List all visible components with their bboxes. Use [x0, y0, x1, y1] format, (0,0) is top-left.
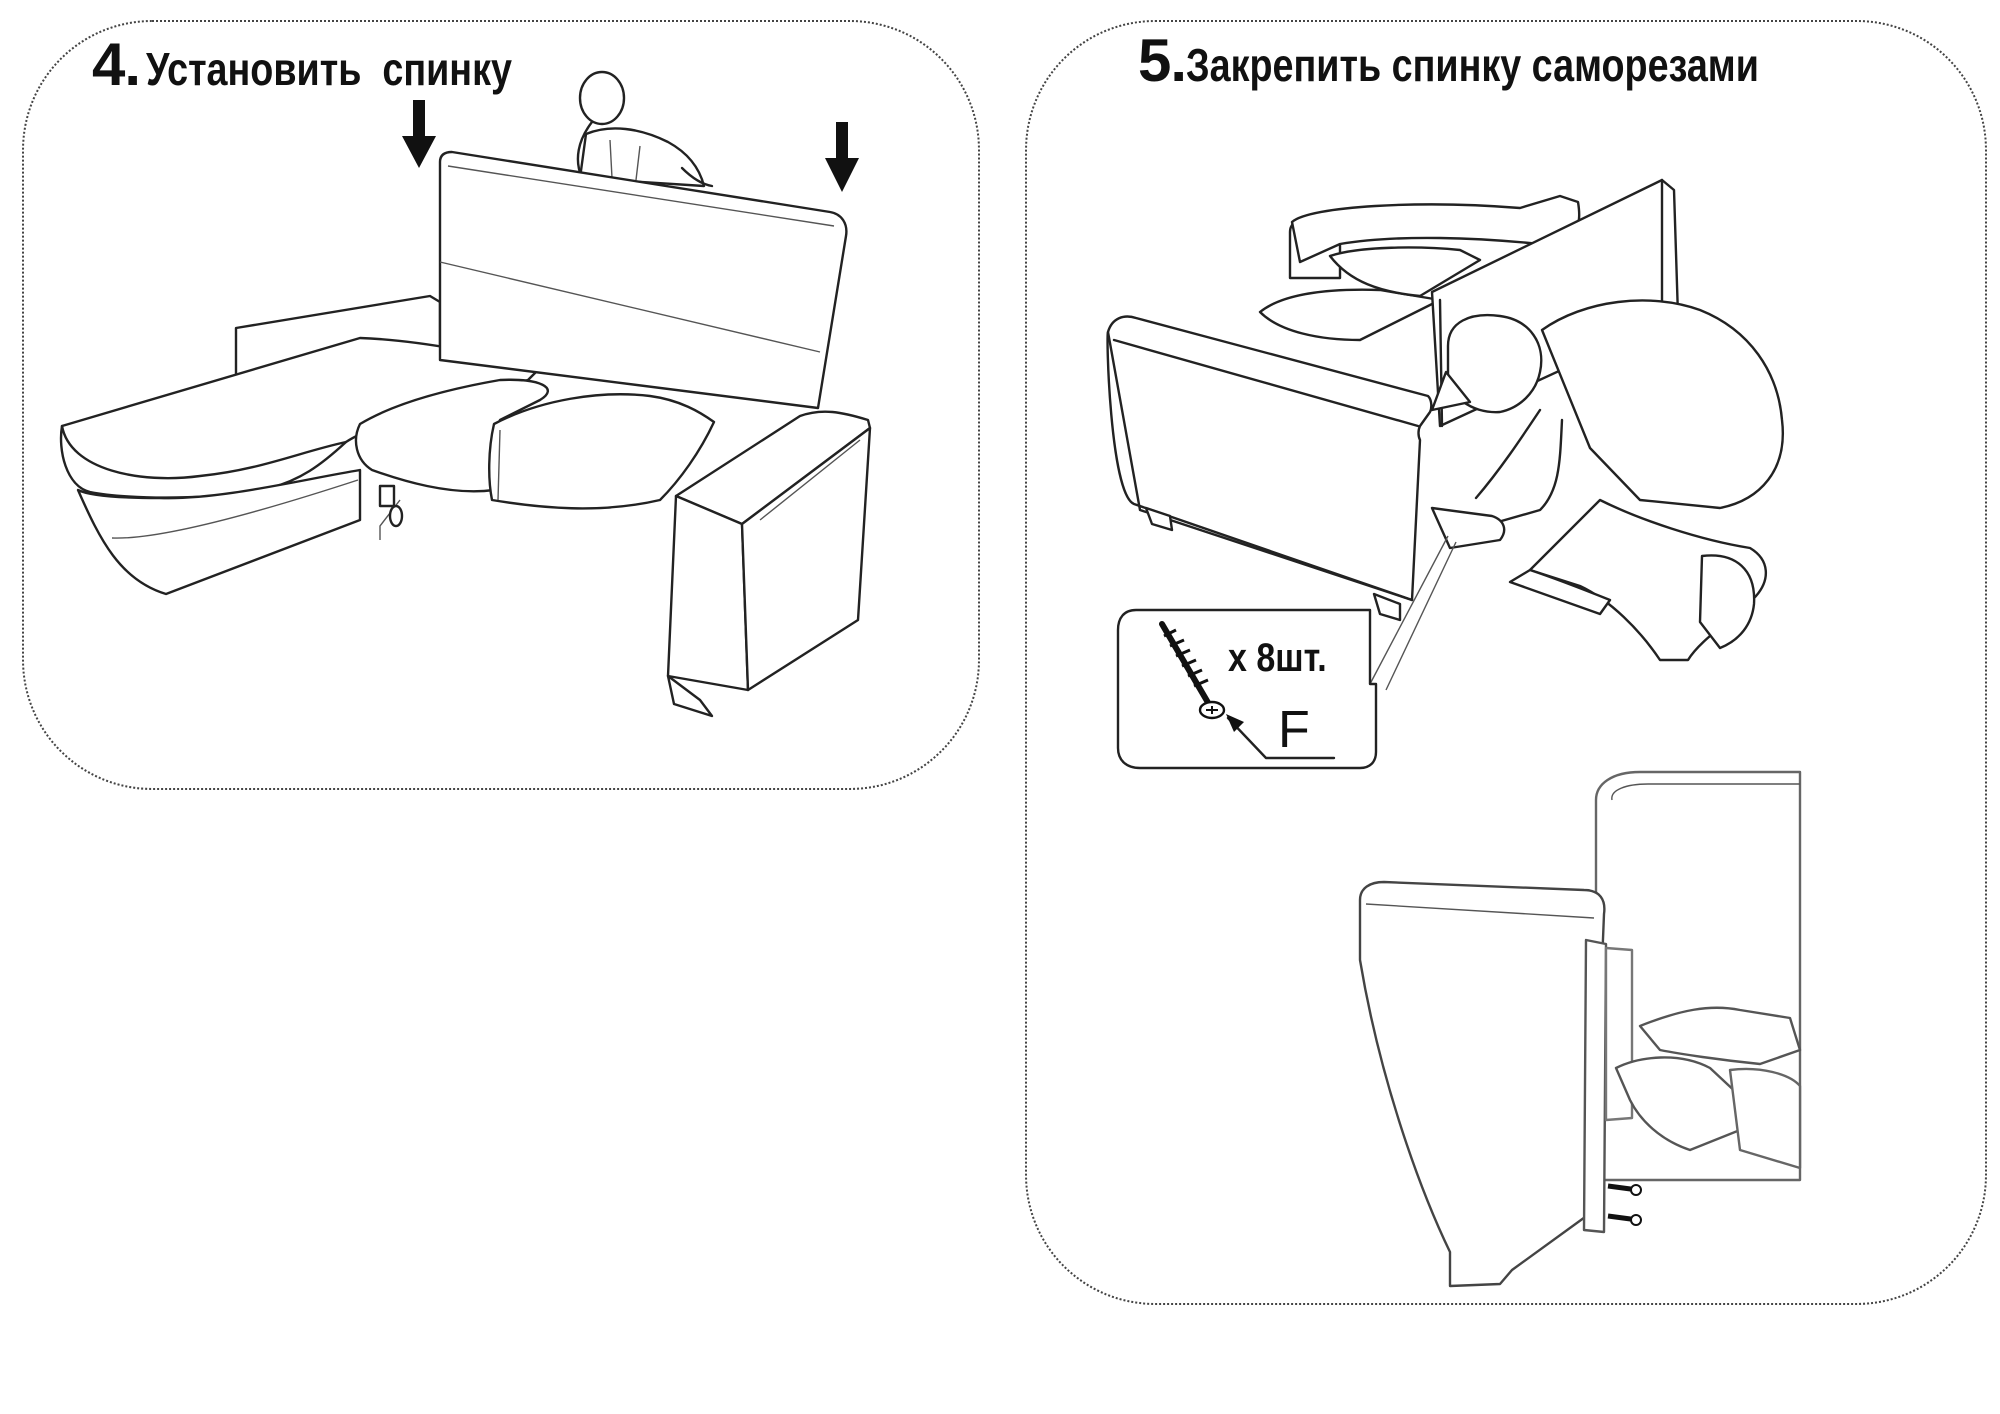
step-heading: Установить спинку — [146, 43, 512, 95]
step-5-panel — [1025, 20, 1987, 1305]
step-5-title: 5. Закрепить спинку саморезами — [1138, 26, 1885, 95]
screw-icon — [1159, 621, 1226, 720]
screw-callout — [1116, 608, 1378, 770]
step-number: 4. — [92, 31, 141, 98]
step-4-sofa-illustration — [59, 70, 872, 718]
step-number: 5. — [1138, 27, 1187, 94]
worker-figure — [1430, 299, 1785, 662]
worker-figure — [576, 70, 714, 188]
step-4-title: 4. Установить спинку — [92, 30, 592, 99]
screw-quantity-label: x 8шт. — [1228, 636, 1327, 680]
part-letter-label: F — [1278, 701, 1310, 759]
detail-closeup-illustration — [1358, 770, 1802, 1288]
step-5-sofa-illustration — [1106, 178, 1785, 691]
step-heading: Закрепить спинку саморезами — [1186, 39, 1759, 91]
step-4-panel — [22, 20, 980, 790]
down-arrow-icon — [825, 122, 859, 192]
down-arrow-icon — [402, 100, 436, 168]
